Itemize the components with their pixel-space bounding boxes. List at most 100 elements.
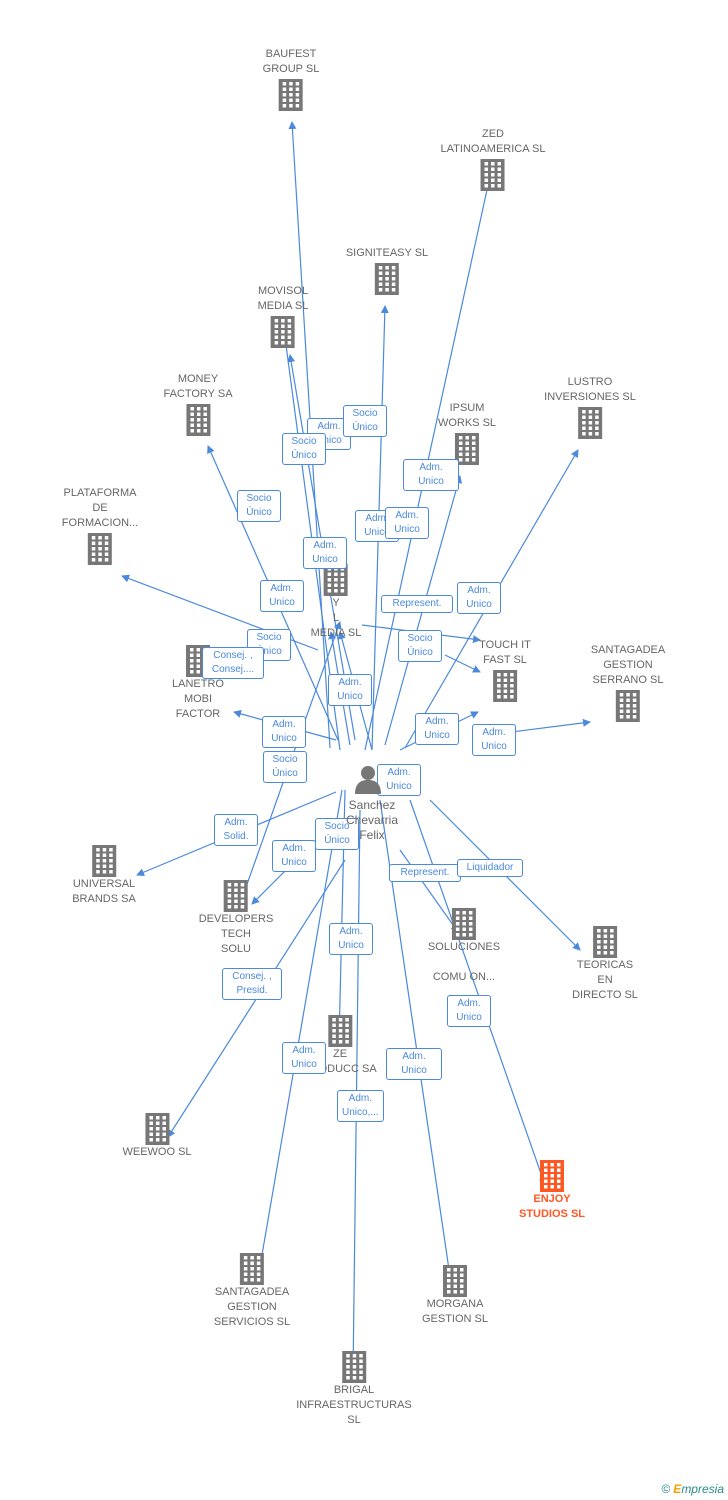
company-label: SOLUCIONES COMU ON... <box>427 941 501 983</box>
relationship-label[interactable]: Adm. Unico <box>457 582 501 614</box>
relationship-label[interactable]: Adm. Unico <box>282 1042 326 1074</box>
company-label: BAUFEST GROUP SL <box>262 48 320 75</box>
building-icon <box>91 845 116 877</box>
footer-brand: ©Empresia <box>661 1482 724 1496</box>
company-label: SANTAGADEA GESTION SERRANO SL <box>590 644 666 686</box>
company-label: ENJOY STUDIOS SL <box>518 1193 586 1220</box>
company-label: MORGANA GESTION SL <box>421 1298 489 1325</box>
brand-name: mpresia <box>681 1482 724 1496</box>
building-icon <box>593 926 617 958</box>
company-node-weewoo[interactable]: WEEWOO SL <box>122 1111 192 1160</box>
building-icon <box>87 533 112 565</box>
building-icon <box>279 79 303 111</box>
building-icon <box>443 1265 467 1297</box>
building-icon <box>616 690 640 722</box>
company-node-santagadea-serrano[interactable]: SANTAGADEA GESTION SERRANO SL <box>591 643 665 722</box>
company-node-movisol[interactable]: MOVISOL MEDIA SL <box>257 284 309 348</box>
company-label: TEORICAS EN DIRECTO SL <box>572 959 638 1001</box>
building-icon <box>539 1160 564 1192</box>
person-node[interactable]: Sanchez Chevarria Felix <box>341 764 398 842</box>
brand-initial: E <box>673 1482 682 1496</box>
building-icon <box>493 670 517 702</box>
edge-line <box>255 789 343 1279</box>
company-node-universal[interactable]: UNIVERSAL BRANDS SA <box>72 843 136 907</box>
company-node-plataforma[interactable]: PLATAFORMA DE FORMACION... <box>62 486 138 565</box>
company-node-lustro[interactable]: LUSTRO INVERSIONES SL <box>544 375 636 439</box>
company-label: WEEWOO SL <box>122 1146 192 1158</box>
relationship-label[interactable]: Adm. Unico <box>472 724 516 756</box>
company-node-soluciones[interactable]: SOLUCIONES COMU ON... <box>428 906 500 985</box>
edge-line <box>409 799 547 1186</box>
person-icon <box>355 766 381 794</box>
company-node-signiteasy[interactable]: SIGNITEASY SL <box>346 246 428 295</box>
company-label: ZED LATINOAMERICA SL <box>440 128 546 155</box>
company-node-ipsum[interactable]: IPSUM WORKS SL <box>438 401 496 465</box>
building-icon <box>577 407 602 439</box>
relationship-label[interactable]: Adm. Unico,... <box>337 1090 384 1122</box>
relationship-label[interactable]: Socio Único <box>343 405 387 437</box>
building-icon <box>451 908 476 940</box>
company-node-zed-latam[interactable]: ZED LATINOAMERICA SL <box>440 127 546 191</box>
company-node-brigal[interactable]: BRIGAL INFRAESTRUCTURAS SL <box>296 1349 412 1428</box>
relationship-label[interactable]: Adm. Unico <box>328 674 372 706</box>
relationship-label[interactable]: Adm. Unico <box>329 923 373 955</box>
relationship-label[interactable]: Adm. Unico <box>272 840 316 872</box>
company-node-baufest[interactable]: BAUFEST GROUP SL <box>262 47 320 111</box>
company-node-developers[interactable]: DEVELOPERS TECH SOLU <box>198 878 274 957</box>
relationship-label[interactable]: Liquidador <box>457 859 523 877</box>
relationship-label[interactable]: Adm. Unico <box>403 459 459 491</box>
relationship-label[interactable]: Adm. Unico <box>377 764 421 796</box>
company-node-teoricas[interactable]: TEORICAS EN DIRECTO SL <box>572 924 638 1003</box>
company-node-money[interactable]: MONEY FACTORY SA <box>163 372 233 436</box>
building-icon <box>341 1351 366 1383</box>
edge-line <box>444 654 481 673</box>
company-label: IPSUM WORKS SL <box>437 402 497 429</box>
company-label: Y L MEDIA SL <box>310 597 362 639</box>
relationship-label[interactable]: Socio Único <box>398 630 442 662</box>
person-label: Sanchez Chevarria Felix <box>345 798 399 842</box>
building-icon <box>454 433 479 465</box>
company-label: PLATAFORMA DE FORMACION... <box>61 487 139 529</box>
relationship-label[interactable]: Adm. Unico <box>260 580 304 612</box>
relationship-label[interactable]: Adm. Unico <box>386 1048 442 1080</box>
company-label: SANTAGADEA GESTION SERVICIOS SL <box>213 1286 291 1328</box>
company-label: BRIGAL INFRAESTRUCTURAS SL <box>296 1384 412 1426</box>
company-label: MONEY FACTORY SA <box>163 373 233 400</box>
edge-line <box>399 849 459 933</box>
building-icon <box>224 880 248 912</box>
building-icon <box>145 1113 169 1145</box>
relationship-label[interactable]: Socio Único <box>282 433 326 465</box>
relationship-label[interactable]: Socio Único <box>263 751 307 783</box>
company-node-touch[interactable]: TOUCH IT FAST SL <box>479 638 531 702</box>
building-icon <box>186 404 210 436</box>
relationship-label[interactable]: Socio Único <box>315 818 359 850</box>
building-icon <box>328 1015 352 1047</box>
relationship-label[interactable]: Consej. , Presid. <box>222 968 282 1000</box>
company-node-media[interactable]: Y L MEDIA SL <box>310 562 362 641</box>
building-icon <box>481 159 505 191</box>
relationship-label[interactable]: Represent. <box>381 595 453 613</box>
company-label: LUSTRO INVERSIONES SL <box>544 376 636 403</box>
relationship-label[interactable]: Consej. , Consej.... <box>202 647 264 679</box>
company-label: TOUCH IT FAST SL <box>479 639 531 666</box>
relationship-label[interactable]: Represent. <box>389 864 461 882</box>
company-label: UNIVERSAL BRANDS SA <box>72 878 136 905</box>
building-icon <box>374 263 399 295</box>
relationship-label[interactable]: Adm. Unico <box>262 716 306 748</box>
company-node-morgana[interactable]: MORGANA GESTION SL <box>422 1263 488 1327</box>
copyright-symbol: © <box>661 1482 671 1496</box>
company-label: LANETRO MOBI FACTOR <box>172 678 224 720</box>
relationship-label[interactable]: Adm. Unico <box>303 537 347 569</box>
company-label: SIGNITEASY SL <box>345 247 429 259</box>
company-label: MOVISOL MEDIA SL <box>257 285 309 312</box>
relationship-label[interactable]: Adm. Unico <box>385 507 429 539</box>
company-node-enjoy[interactable]: ENJOY STUDIOS SL <box>519 1158 585 1222</box>
relationship-label[interactable]: Socio Único <box>237 490 281 522</box>
relationship-label[interactable]: Adm. Unico <box>447 995 491 1027</box>
relationship-label[interactable]: Adm. Unico <box>415 713 459 745</box>
company-node-santagadea-servicios[interactable]: SANTAGADEA GESTION SERVICIOS SL <box>214 1251 290 1330</box>
relationship-label[interactable]: Adm. Solid. <box>214 814 258 846</box>
company-label: DEVELOPERS TECH SOLU <box>198 913 274 955</box>
building-icon <box>240 1253 264 1285</box>
